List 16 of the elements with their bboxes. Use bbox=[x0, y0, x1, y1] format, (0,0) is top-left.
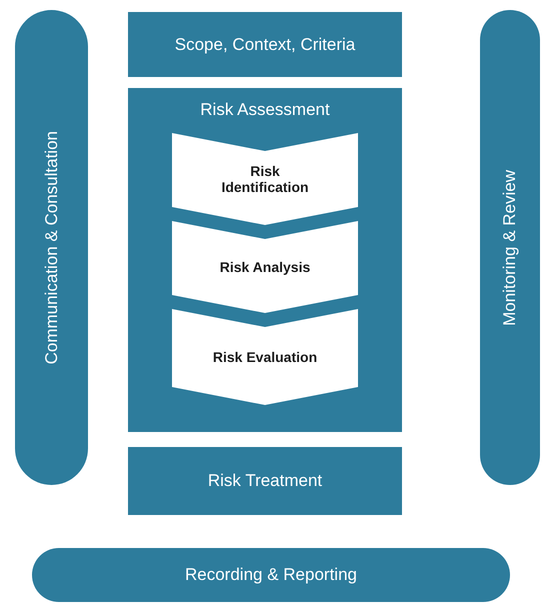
box-label: Recording & Reporting bbox=[185, 565, 357, 585]
step-label: Risk Analysis bbox=[220, 259, 310, 275]
chevron-step bbox=[172, 309, 358, 405]
process-box bbox=[128, 12, 402, 77]
chevron-step bbox=[172, 221, 358, 313]
panel-title: Risk Assessment bbox=[200, 100, 330, 120]
process-box bbox=[128, 447, 402, 515]
chevron-step bbox=[172, 133, 358, 225]
step-label: Risk Identification bbox=[220, 163, 310, 195]
box-label: Communication & Consultation bbox=[42, 130, 62, 364]
box-label: Monitoring & Review bbox=[500, 170, 520, 326]
process-pill bbox=[32, 548, 510, 602]
box-label: Risk Treatment bbox=[208, 471, 322, 491]
box-label: Scope, Context, Criteria bbox=[174, 34, 356, 54]
step-label: Risk Evaluation bbox=[212, 349, 318, 365]
assessment-panel bbox=[128, 88, 402, 432]
